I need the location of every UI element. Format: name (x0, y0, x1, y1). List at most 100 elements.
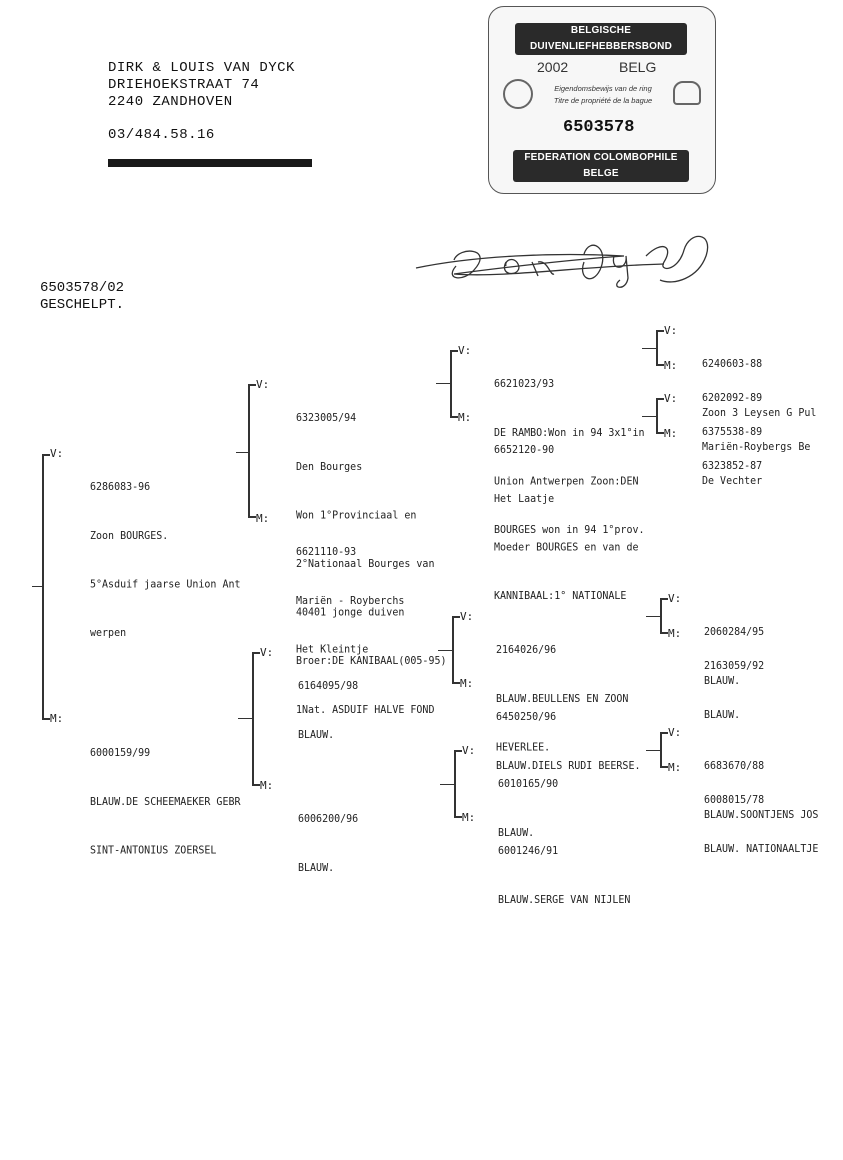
certificate-line1: Eigendomsbewijs van de ring (554, 84, 652, 93)
description-line: Broer:DE KANIBAAL(005-95) (296, 655, 447, 668)
signature-scribble-icon (415, 235, 709, 288)
description-line: BLAUW. (298, 729, 335, 742)
label-mvvv: V: (668, 592, 682, 605)
label-vvmv: V: (664, 392, 678, 405)
certificate-line2: Titre de propriété de la bague (553, 96, 653, 105)
ring-number: 6683670/88 (704, 760, 765, 773)
label-mvvm: M: (668, 627, 682, 640)
owner-underline-bar (108, 159, 312, 167)
pedigree-mmvm: 6008015/78 BLAUW. NATIONAALTJE (704, 760, 818, 873)
description-line: BOURGES won in 94 1°prov. (494, 524, 645, 537)
label-mmvv: V: (668, 726, 682, 739)
label-mmv: V: (462, 744, 476, 757)
subject-color: GESCHELPT. (40, 297, 125, 313)
description-line: Het Kleintje (296, 643, 369, 656)
label-mmvm: M: (668, 761, 682, 774)
description-line: Won 1°Provinciaal en (296, 509, 417, 522)
owner-street: DRIEHOEKSTRAAT 74 (108, 77, 260, 93)
pedigree-vv: 6323005/94 Den Bourges Won 1°Provinciaal… (296, 378, 447, 734)
label-vvv: V: (458, 344, 472, 357)
description-line: DE RAMBO:Won in 94 3x1°in (494, 427, 645, 440)
label-vm: M: (256, 512, 270, 525)
description-line: De Vechter (702, 475, 763, 488)
signature (414, 226, 724, 298)
ring-number: 6323852-87 (702, 460, 763, 473)
description-line: BLAUW. (298, 862, 335, 875)
pedigree-vm: 6621110-93 Mariën - Royberchs Het Kleint… (296, 512, 404, 674)
pedigree-mvvm: 2163059/92 BLAUW. (704, 626, 764, 739)
pedigree-mvv: 2164026/96 BLAUW.BEULLENS EN ZOON HEVERL… (496, 610, 628, 772)
description-line: Mariën-Roybergs Be (702, 441, 811, 454)
certificate-org-bottom: FEDERATION COLOMBOPHILE BELGE (513, 150, 689, 182)
ring-number: 2163059/92 (704, 660, 765, 673)
label-vvvm: M: (664, 359, 678, 372)
ring-number: 6008015/78 (704, 794, 765, 807)
description-line: Mariën - Royberchs (296, 595, 405, 608)
ring-number: 6202092-89 (702, 392, 763, 405)
ring-number: 2060284/95 (704, 626, 765, 639)
pedigree-mmm: 6001246/91 BLAUW.SERGE VAN NIJLEN (498, 811, 630, 924)
ring-number: 6621110-93 (296, 546, 357, 559)
label-m: M: (50, 712, 64, 725)
label-mvm: M: (460, 677, 474, 690)
crown-icon (673, 81, 701, 105)
ring-number: 6164095/98 (298, 680, 359, 693)
label-mm: M: (260, 779, 274, 792)
ring-number: 6010165/90 (498, 778, 559, 791)
pedigree-m: 6000159/99 BLAUW.DE SCHEEMAEKER GEBR SIN… (90, 713, 241, 875)
ring-number: 6323005/94 (296, 412, 357, 425)
pedigree-mm: 6006200/96 BLAUW. (298, 779, 358, 892)
ring-certificate: BELGISCHE DUIVENLIEFHEBBERSBOND 2002 BEL… (488, 6, 716, 194)
ring-number: 6000159/99 (90, 747, 151, 760)
description-line: 2°Nationaal Bourges van (296, 558, 435, 571)
pedigree-mvm: 6450250/96 BLAUW.DIELS RUDI BEERSE. (496, 677, 641, 790)
description-line: Union Antwerpen Zoon:DEN (494, 475, 639, 488)
owner-city: 2240 ZANDHOVEN (108, 94, 233, 110)
description-line: Het Laatje (494, 493, 555, 506)
label-mvv: V: (460, 610, 474, 623)
description-line: 1Nat. ASDUIF HALVE FOND (296, 704, 435, 717)
certificate-org-top: BELGISCHE DUIVENLIEFHEBBERSBOND (515, 23, 687, 55)
pedigree-vvmm: 6323852-87 (702, 426, 762, 491)
description-line: BLAUW.DE SCHEEMAEKER GEBR (90, 796, 241, 809)
label-mv: V: (260, 646, 274, 659)
ring-number: 6375538-89 (702, 426, 763, 439)
label-vvmm: M: (664, 427, 678, 440)
pedigree-vvm: 6652120-90 Het Laatje Moeder BOURGES en … (494, 410, 639, 621)
description-line: BLAUW. NATIONAALTJE (704, 843, 819, 856)
description-line: BLAUW. (704, 709, 741, 722)
description-line: BLAUW. (498, 827, 535, 840)
pedigree-mvvv: 2060284/95 BLAUW. (704, 592, 764, 705)
pedigree-vvvv: 6240603-88 Zoon 3 Leysen G Pul (702, 324, 816, 437)
description-line: BLAUW.SERGE VAN NIJLEN (498, 894, 631, 907)
subject-ring-number: 6503578/02 (40, 280, 125, 296)
description-line: 5°Asduif jaarse Union Ant (90, 578, 241, 591)
certificate-number: 6503578 (563, 118, 635, 137)
laurel-left-icon (503, 79, 533, 109)
ring-number: 6621023/93 (494, 378, 555, 391)
description-line: KANNIBAAL:1° NATIONALE (494, 590, 627, 603)
pedigree-vvmv: 6375538-89 De Vechter (702, 392, 762, 505)
pedigree-vvvm: 6202092-89 Mariën-Roybergs Be (702, 358, 810, 471)
pedigree-mv: 6164095/98 BLAUW. (298, 646, 358, 759)
pedigree-mmv: 6010165/90 BLAUW. (498, 744, 558, 857)
certificate-country: BELG (619, 59, 657, 75)
ring-number: 6006200/96 (298, 813, 359, 826)
label-mmm: M: (462, 811, 476, 824)
pedigree-v: 6286083-96 Zoon BOURGES. 5°Asduif jaarse… (90, 447, 241, 658)
label-v: V: (50, 447, 64, 460)
label-vvvv: V: (664, 324, 678, 337)
ring-number: 6652120-90 (494, 444, 555, 457)
certificate-year: 2002 (537, 59, 569, 75)
description-line: werpen (90, 627, 127, 640)
ring-number: 6450250/96 (496, 711, 557, 724)
pedigree-vvv: 6621023/93 DE RAMBO:Won in 94 3x1°in Uni… (494, 344, 645, 555)
ring-number: 6001246/91 (498, 845, 559, 858)
ring-number: 6286083-96 (90, 481, 151, 494)
description-line: 40401 jonge duiven (296, 606, 405, 619)
description-line: BLAUW.SOONTJENS JOS (704, 809, 819, 822)
description-line: BLAUW.BEULLENS EN ZOON (496, 693, 629, 706)
owner-phone: 03/484.58.16 (108, 127, 215, 143)
owner-block: DIRK & LOUIS VAN DYCK DRIEHOEKSTRAAT 74 … (108, 60, 295, 144)
owner-name: DIRK & LOUIS VAN DYCK (108, 60, 295, 76)
